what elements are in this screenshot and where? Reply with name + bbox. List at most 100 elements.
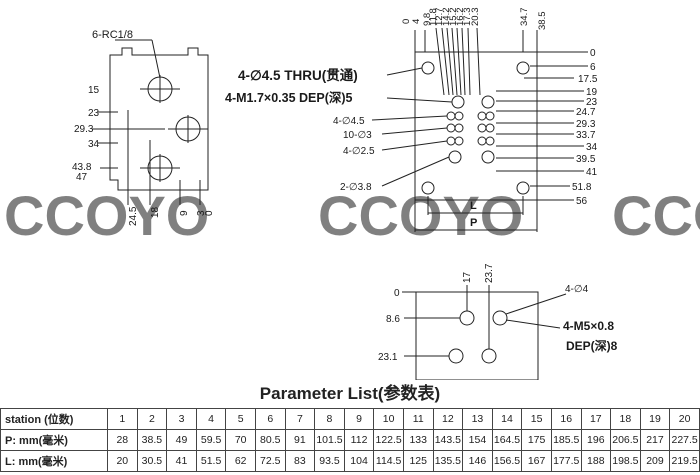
station-cell: 4 — [195, 408, 227, 430]
p-value-cell: 227.5 — [669, 429, 700, 451]
l-value-cell: 72.5 — [254, 450, 286, 472]
bottom-view-labels: 17 23.7 0 8.6 23.1 4-∅4 4-M5×0.8 DEP(深)8 — [378, 263, 618, 363]
bottom-view — [402, 285, 567, 380]
dim-p-label: P — [470, 217, 477, 229]
p-value-cell: 38.5 — [136, 429, 168, 451]
right-dim-17-5: 17.5 — [578, 74, 598, 85]
top-dim-0: 0 — [401, 19, 412, 24]
right-dim-34: 34 — [586, 142, 598, 153]
p-value-cell: 164.5 — [491, 429, 523, 451]
l-value-cell: 125 — [402, 450, 434, 472]
l-value-cell: 188 — [580, 450, 612, 472]
station-cell: 17 — [580, 408, 612, 430]
bottom-left-dim-23-1: 23.1 — [378, 352, 398, 363]
right-dim-39-5: 39.5 — [576, 154, 596, 165]
bottom-left-dim-0: 0 — [394, 288, 400, 299]
l-value-cell: 30.5 — [136, 450, 168, 472]
station-cell: 14 — [491, 408, 523, 430]
watermark-center: CCOYO — [318, 184, 523, 247]
dim-left-15: 15 — [88, 85, 100, 96]
bottom-m-note-2: DEP(深)8 — [566, 338, 618, 353]
p-value-cell: 122.5 — [373, 429, 404, 451]
station-cell: 7 — [284, 408, 316, 430]
l-value-cell: 41 — [166, 450, 197, 472]
p-value-cell: 154 — [462, 429, 493, 451]
station-cell: 10 — [373, 408, 404, 430]
p-value-cell: 206.5 — [610, 429, 641, 451]
bottom-hole-note: 4-∅4 — [565, 284, 589, 295]
p-value-cell: 49 — [166, 429, 197, 451]
station-cell: 19 — [639, 408, 671, 430]
l-value-cell: 177.5 — [550, 450, 582, 472]
left-side-view — [92, 39, 209, 205]
p-value-cell: 185.5 — [550, 429, 582, 451]
left-view-labels: 6-RC1/8 15 23 29.3 34 43.8 47 24.5 18 9 … — [72, 29, 215, 226]
station-cell: 2 — [136, 408, 168, 430]
p-value-cell: 196 — [580, 429, 612, 451]
p-value-cell: 28 — [107, 429, 138, 451]
top-dim-16-2: 16.2 — [455, 8, 466, 27]
l-value-cell: 20 — [107, 450, 138, 472]
top-dim-38-5: 38.5 — [537, 12, 548, 31]
bottom-top-dim-23-7: 23.7 — [484, 263, 495, 283]
p-value-cell: 175 — [521, 429, 552, 451]
right-dim-51-8: 51.8 — [572, 182, 592, 193]
top-dim-9-8: 9.8 — [422, 13, 433, 26]
right-dim-33-7: 33.7 — [576, 130, 596, 141]
top-dim-4: 4 — [411, 19, 422, 24]
m-thread-note: 4-M1.7×0.35 DEP(深)5 — [225, 90, 353, 105]
top-view-right-dims: 0 6 17.5 19 23 24.7 29.3 33.7 34 39.5 41… — [572, 48, 598, 207]
watermark-right: CCOYO — [612, 184, 700, 247]
p-value-cell: 59.5 — [195, 429, 227, 451]
right-dim-23: 23 — [586, 97, 598, 108]
station-cell: 18 — [610, 408, 641, 430]
dim-bottom-18: 18 — [150, 206, 161, 218]
l-value-cell: 167 — [521, 450, 552, 472]
thru-note: 4-∅4.5 THRU(贯通) — [238, 67, 358, 83]
technical-drawing: CCOYO CCOYO CCOYO 6-RC1/8 15 23 29.3 34 … — [4, 8, 700, 380]
top-dim-20-3: 20.3 — [470, 8, 481, 27]
station-cell: 9 — [343, 408, 375, 430]
dim-bottom-9: 9 — [179, 210, 190, 216]
dim-bottom-0: 0 — [204, 210, 215, 216]
right-dim-29-3: 29.3 — [576, 119, 596, 130]
bottom-m-note-1: 4-M5×0.8 — [563, 319, 614, 333]
top-dim-34-7: 34.7 — [519, 8, 530, 27]
l-value-cell: 62 — [225, 450, 256, 472]
parameter-list-title: Parameter List(参数表) — [259, 384, 441, 403]
l-value-cell: 146 — [462, 450, 493, 472]
top-view-notes: 4-∅4.5 THRU(贯通) 4-M1.7×0.35 DEP(深)5 4-∅4… — [225, 67, 477, 229]
l-value-cell: 198.5 — [610, 450, 641, 472]
station-cell: 13 — [462, 408, 493, 430]
right-dim-0: 0 — [590, 48, 596, 59]
note-4-dia-4-5: 4-∅4.5 — [333, 116, 365, 127]
l-value-cell: 51.5 — [195, 450, 227, 472]
l-value-cell: 83 — [284, 450, 316, 472]
dim-bottom-24-5: 24.5 — [128, 206, 139, 226]
station-cell: 5 — [225, 408, 256, 430]
station-cell: 16 — [550, 408, 582, 430]
note-4-dia-2-5: 4-∅2.5 — [343, 146, 375, 157]
right-dim-19: 19 — [586, 87, 598, 98]
top-dim-14-2: 14.2 — [441, 8, 452, 27]
note-10-dia-3: 10-∅3 — [343, 130, 372, 141]
watermark-left: CCOYO — [4, 184, 209, 247]
station-cell: 20 — [669, 408, 700, 430]
l-value-cell: 156.5 — [491, 450, 523, 472]
l-value-cell: 93.5 — [314, 450, 345, 472]
station-cell: 11 — [402, 408, 434, 430]
top-dim-15-2: 15.2 — [448, 8, 459, 27]
dim-left-29-3: 29.3 — [74, 124, 94, 135]
l-value-cell: 114.5 — [373, 450, 404, 472]
l-value-cell: 219.5 — [669, 450, 700, 472]
p-header: P: mm(毫米) — [0, 429, 108, 451]
port-label: 6-RC1/8 — [92, 29, 133, 41]
watermark-group: CCOYO CCOYO CCOYO — [4, 184, 700, 247]
p-value-cell: 70 — [225, 429, 256, 451]
p-value-cell: 80.5 — [254, 429, 286, 451]
l-value-cell: 209 — [639, 450, 671, 472]
dim-l-label: L — [470, 200, 477, 212]
